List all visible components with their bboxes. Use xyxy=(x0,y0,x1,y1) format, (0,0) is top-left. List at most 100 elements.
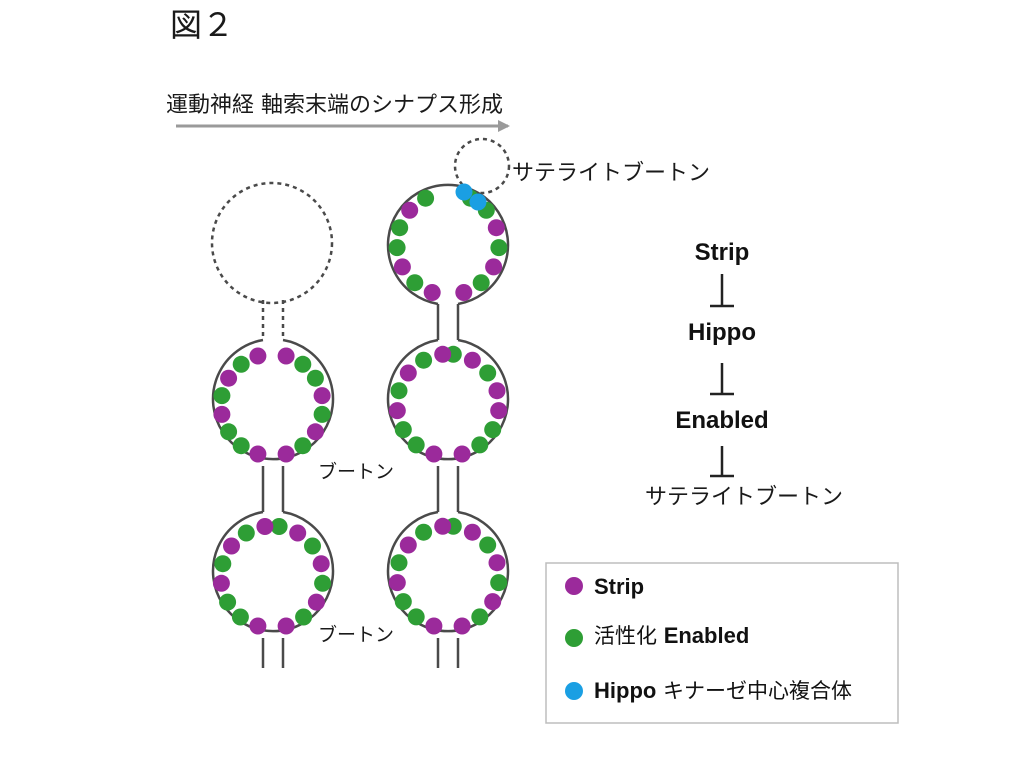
right-bouton-1-dot xyxy=(453,445,471,463)
left-neck-1 xyxy=(261,466,285,512)
synapse-formation-label: 運動神経 軸索末端のシナプス形成 xyxy=(166,93,503,118)
right-bouton-top-dot xyxy=(417,189,435,207)
left-bouton-1-dot xyxy=(306,369,324,387)
right-bouton-top-dot xyxy=(485,258,503,276)
right-bouton-1-dot xyxy=(488,382,506,400)
right-bouton-2-outline xyxy=(386,510,510,633)
left-bouton-2-dot xyxy=(214,555,232,573)
bouton-label-2: ブートン xyxy=(318,623,394,646)
right-bouton-1-dot xyxy=(390,382,408,400)
left-bouton-2-dot xyxy=(219,593,237,611)
right-bouton-top-dot xyxy=(391,219,409,237)
left-bouton-1-dot xyxy=(277,445,295,463)
right-bouton-2-dot xyxy=(390,554,408,572)
left-bouton-2-dot xyxy=(249,617,267,635)
left-bouton-2-dot xyxy=(231,608,249,626)
left-bouton-2-dot xyxy=(307,593,325,611)
left-bouton-2-dot xyxy=(289,524,307,542)
right-bouton-top-dot xyxy=(472,274,490,292)
right-bouton-2-dot xyxy=(388,574,406,592)
right-bouton-2-dot xyxy=(425,617,443,635)
left-bouton-1-dot xyxy=(220,369,238,387)
pathway-step-hippo: Hippo xyxy=(688,319,756,346)
satellite-bouton-outline xyxy=(453,137,511,195)
right-bouton-1-dot xyxy=(484,421,502,439)
legend-enabled-swatch xyxy=(565,629,583,647)
left-bouton-1-dot xyxy=(249,445,267,463)
right-bouton-2-dot xyxy=(434,517,452,535)
right-bouton-1-dot xyxy=(415,351,433,369)
legend-hippo-label: Hippo キナーゼ中心複合体 xyxy=(594,678,852,703)
right-bouton-2-dot xyxy=(399,536,417,554)
right-bouton-1-dot xyxy=(434,345,452,363)
right-bouton-top-dot xyxy=(393,258,411,276)
left-bouton-2-dot xyxy=(223,537,240,555)
left-bouton-2-outline xyxy=(211,510,335,633)
right-bouton-top-dot xyxy=(406,274,424,292)
left-bouton-1-dot xyxy=(277,347,295,365)
right-bouton-1-dot xyxy=(479,364,497,382)
left-bouton-1-dot xyxy=(313,405,331,423)
left-bouton-2-dot xyxy=(314,574,332,592)
right-bouton-1-dot xyxy=(425,445,443,463)
right-bouton-1-dot xyxy=(407,436,425,454)
right-bouton-1-dot xyxy=(463,351,481,369)
legend-hippo-swatch xyxy=(565,682,583,700)
right-bouton-2-dot xyxy=(415,523,433,541)
satellite-bouton-label: サテライトブートン xyxy=(512,161,710,186)
right-bouton-2-dot xyxy=(394,593,412,611)
left-future-bouton-outline xyxy=(210,181,334,305)
right-bouton-top-dot xyxy=(401,201,419,219)
legend-strip-label: Strip xyxy=(594,574,644,599)
right-bouton-2-dot xyxy=(488,554,506,572)
left-bouton-1-dot xyxy=(306,423,324,441)
inhibit-symbol-1 xyxy=(710,274,734,308)
right-bouton-1-outline xyxy=(386,338,510,461)
left-bouton-1-dot xyxy=(213,405,231,423)
left-bouton-2-dot xyxy=(212,574,230,592)
hippo-complex-dot xyxy=(455,183,473,201)
left-bouton-1-dot xyxy=(294,355,312,373)
left-bouton-2-dot xyxy=(237,524,255,542)
left-bouton-2-dot xyxy=(277,617,295,635)
figure-title: 図２ xyxy=(170,6,234,44)
left-future-neck xyxy=(261,300,285,340)
pathway-step-satellite: サテライトブートン xyxy=(645,485,843,510)
left-bouton-1-dot xyxy=(220,423,238,441)
signaling-pathway: Strip Hippo Enabled サテライトブートン xyxy=(645,239,843,510)
left-bouton-2-dot xyxy=(312,555,330,573)
right-bouton-2-dot xyxy=(453,617,471,635)
left-bouton-1-dot xyxy=(232,437,250,455)
left-bouton-1-dot xyxy=(249,347,267,365)
right-bouton-1-dot xyxy=(394,421,412,439)
left-bouton-1-outline xyxy=(211,338,335,461)
right-axon-tail xyxy=(436,638,460,668)
right-bouton-top-dot xyxy=(388,239,406,257)
inhibit-symbol-2 xyxy=(710,363,734,396)
right-bouton-top-outline xyxy=(386,183,510,306)
right-bouton-top-dot xyxy=(490,239,508,257)
right-neck-1 xyxy=(436,466,460,512)
left-axon-terminal xyxy=(210,181,335,668)
right-bouton-1-dot xyxy=(490,402,508,420)
right-neck-0 xyxy=(436,304,460,340)
right-bouton-2-dot xyxy=(407,608,425,626)
legend-box xyxy=(545,562,899,724)
right-bouton-top-dot xyxy=(455,284,473,301)
right-bouton-2-dot xyxy=(490,574,508,592)
legend-enabled-label: 活性化 Enabled xyxy=(594,623,749,648)
left-bouton-2-dot xyxy=(256,518,274,535)
right-bouton-top-dot xyxy=(487,219,505,237)
bouton-label-1: ブートン xyxy=(318,460,394,483)
right-bouton-1-dot xyxy=(471,436,489,454)
hippo-complex-dot xyxy=(469,193,487,211)
pathway-step-enabled: Enabled xyxy=(675,407,768,434)
left-bouton-1-dot xyxy=(213,387,231,405)
left-bouton-2-dot xyxy=(295,608,313,626)
legend-strip-swatch xyxy=(565,577,583,595)
protein-dots xyxy=(212,183,508,635)
right-bouton-2-dot xyxy=(479,536,497,554)
left-bouton-1-dot xyxy=(313,387,331,405)
right-bouton-2-dot xyxy=(463,523,481,541)
